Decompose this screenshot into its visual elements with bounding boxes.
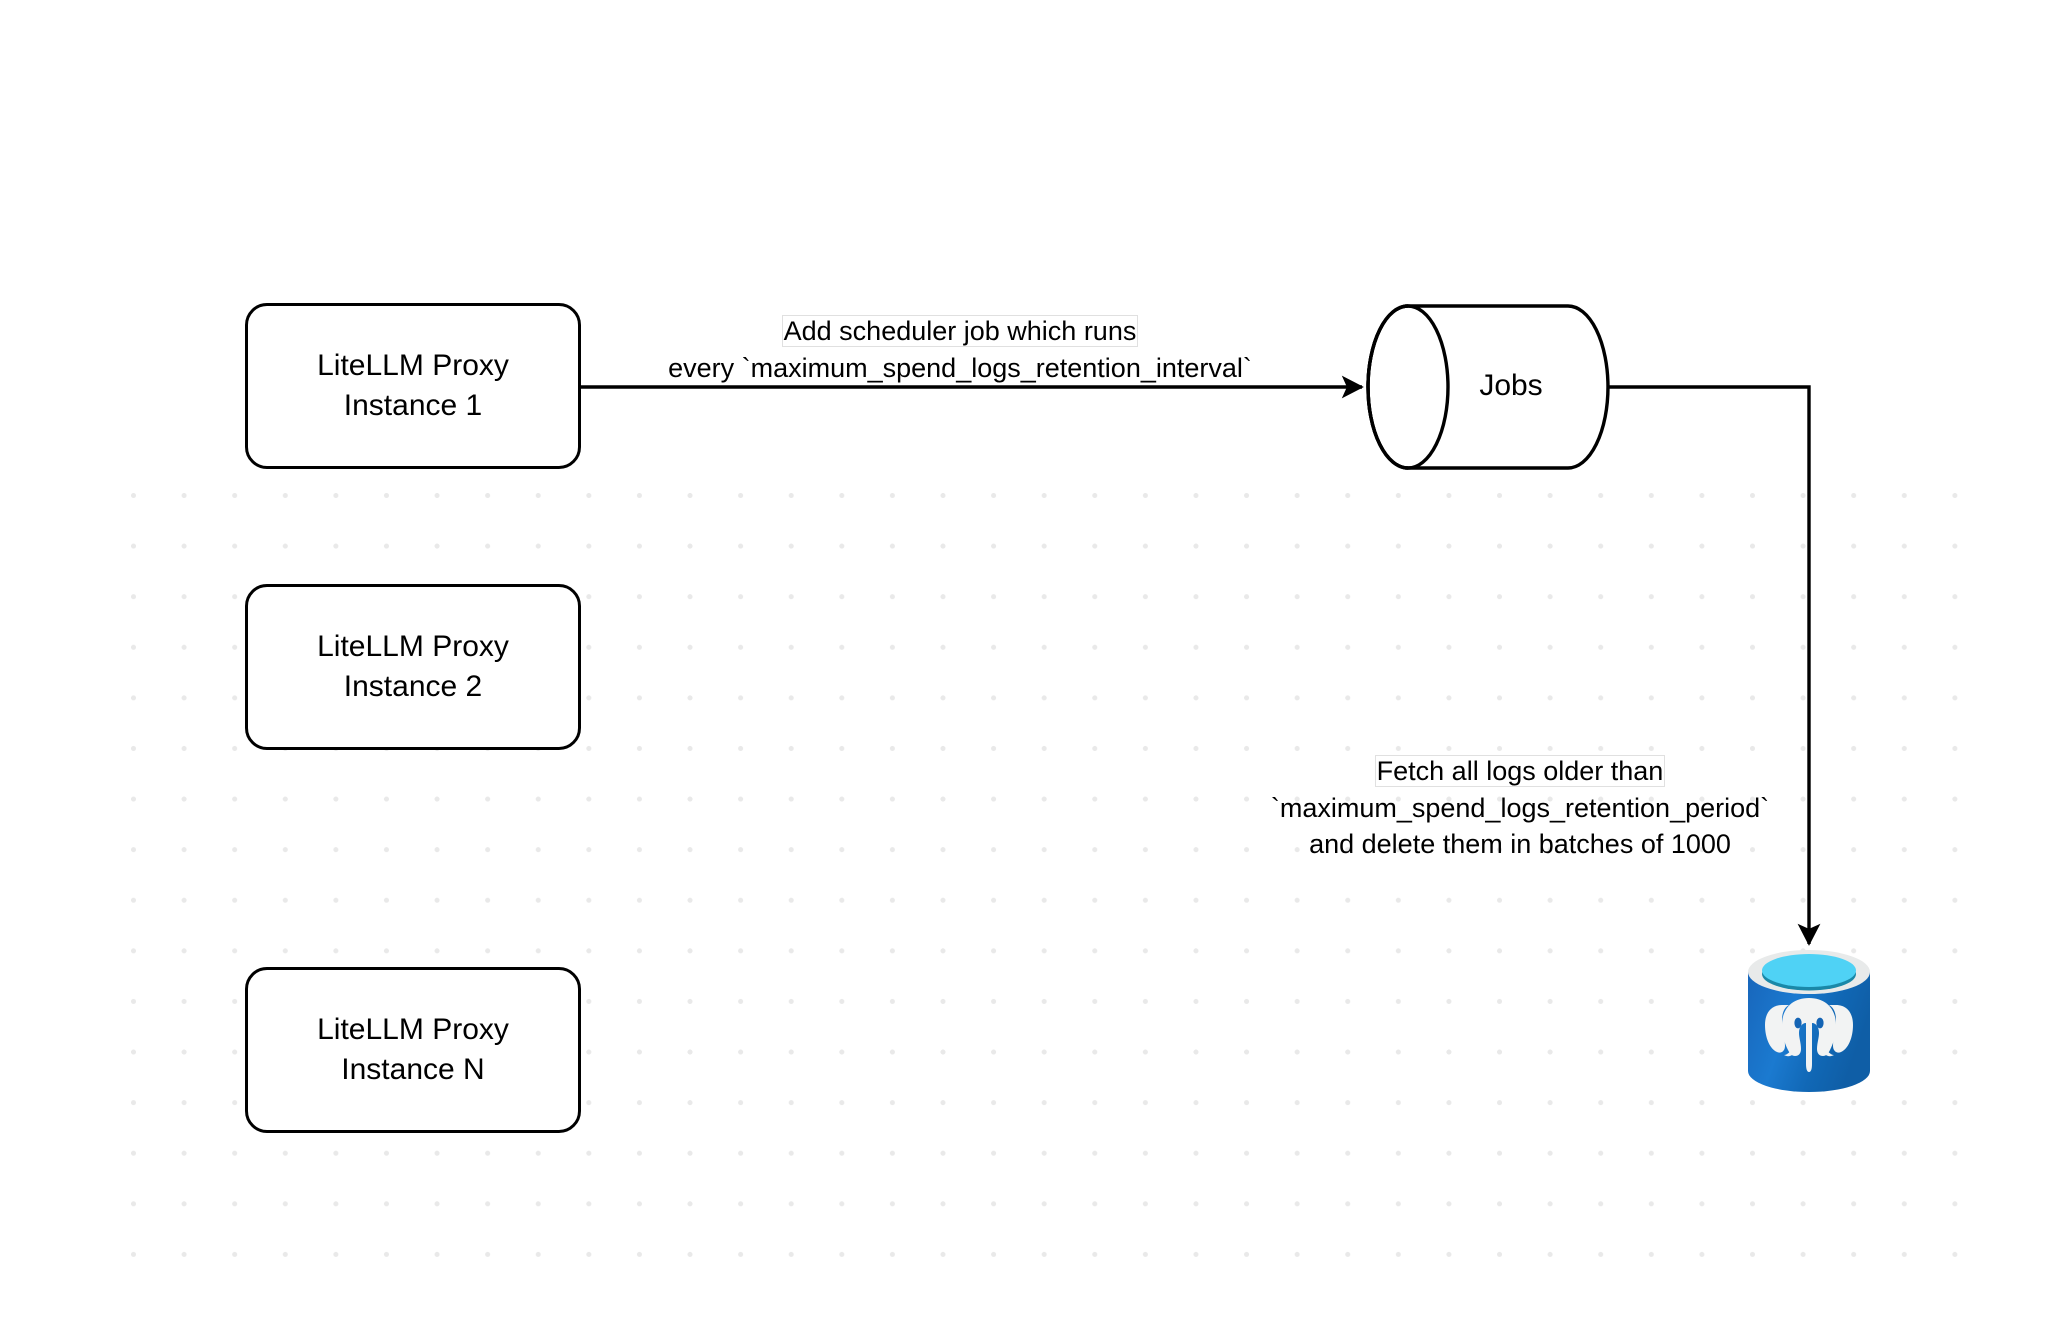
postgres-elephant-logo: [1765, 998, 1853, 1072]
postgres-elephant-tusk-left: [1784, 1047, 1796, 1057]
node-jobs[interactable]: Jobs: [1368, 304, 1608, 468]
jobs-label: Jobs: [1479, 369, 1543, 402]
node-label-line2: Instance 1: [343, 389, 483, 422]
node-label-line1: LiteLLM Proxy: [317, 1013, 509, 1047]
node-postgres-database[interactable]: [1744, 948, 1874, 1096]
node-label-line2: Instance N: [341, 1053, 485, 1086]
postgres-elephant-eye-right: [1816, 1017, 1824, 1029]
edge-label-add-scheduler-job: Add scheduler job which runs every `maxi…: [615, 313, 1305, 386]
postgresql-database-icon: [1748, 950, 1870, 1092]
node-label-line2: Instance 2: [343, 670, 483, 703]
node-litellm-proxy-instance-1[interactable]: LiteLLM Proxy Instance 1: [245, 303, 581, 469]
edge-label-line-2: every `maximum_spend_logs_retention_inte…: [668, 352, 1252, 383]
edge-label-line-2: `maximum_spend_logs_retention_period`: [1270, 792, 1770, 823]
edge-label-line-1: Fetch all logs older than: [1374, 755, 1666, 787]
node-label-line1: LiteLLM Proxy: [317, 349, 509, 383]
edge-label-fetch-and-delete: Fetch all logs older than `maximum_spend…: [1235, 753, 1805, 863]
postgres-elephant-tusk-right: [1822, 1047, 1834, 1057]
postgres-elephant-eye-left: [1794, 1017, 1802, 1029]
edge-label-line-1: Add scheduler job which runs: [781, 315, 1139, 347]
node-litellm-proxy-instance-n[interactable]: LiteLLM Proxy Instance N: [245, 967, 581, 1133]
postgres-liquid-top: [1762, 954, 1856, 987]
edge-label-line-3: and delete them in batches of 1000: [1309, 829, 1731, 860]
node-label-line1: LiteLLM Proxy: [317, 630, 509, 664]
node-litellm-proxy-instance-2[interactable]: LiteLLM Proxy Instance 2: [245, 584, 581, 750]
